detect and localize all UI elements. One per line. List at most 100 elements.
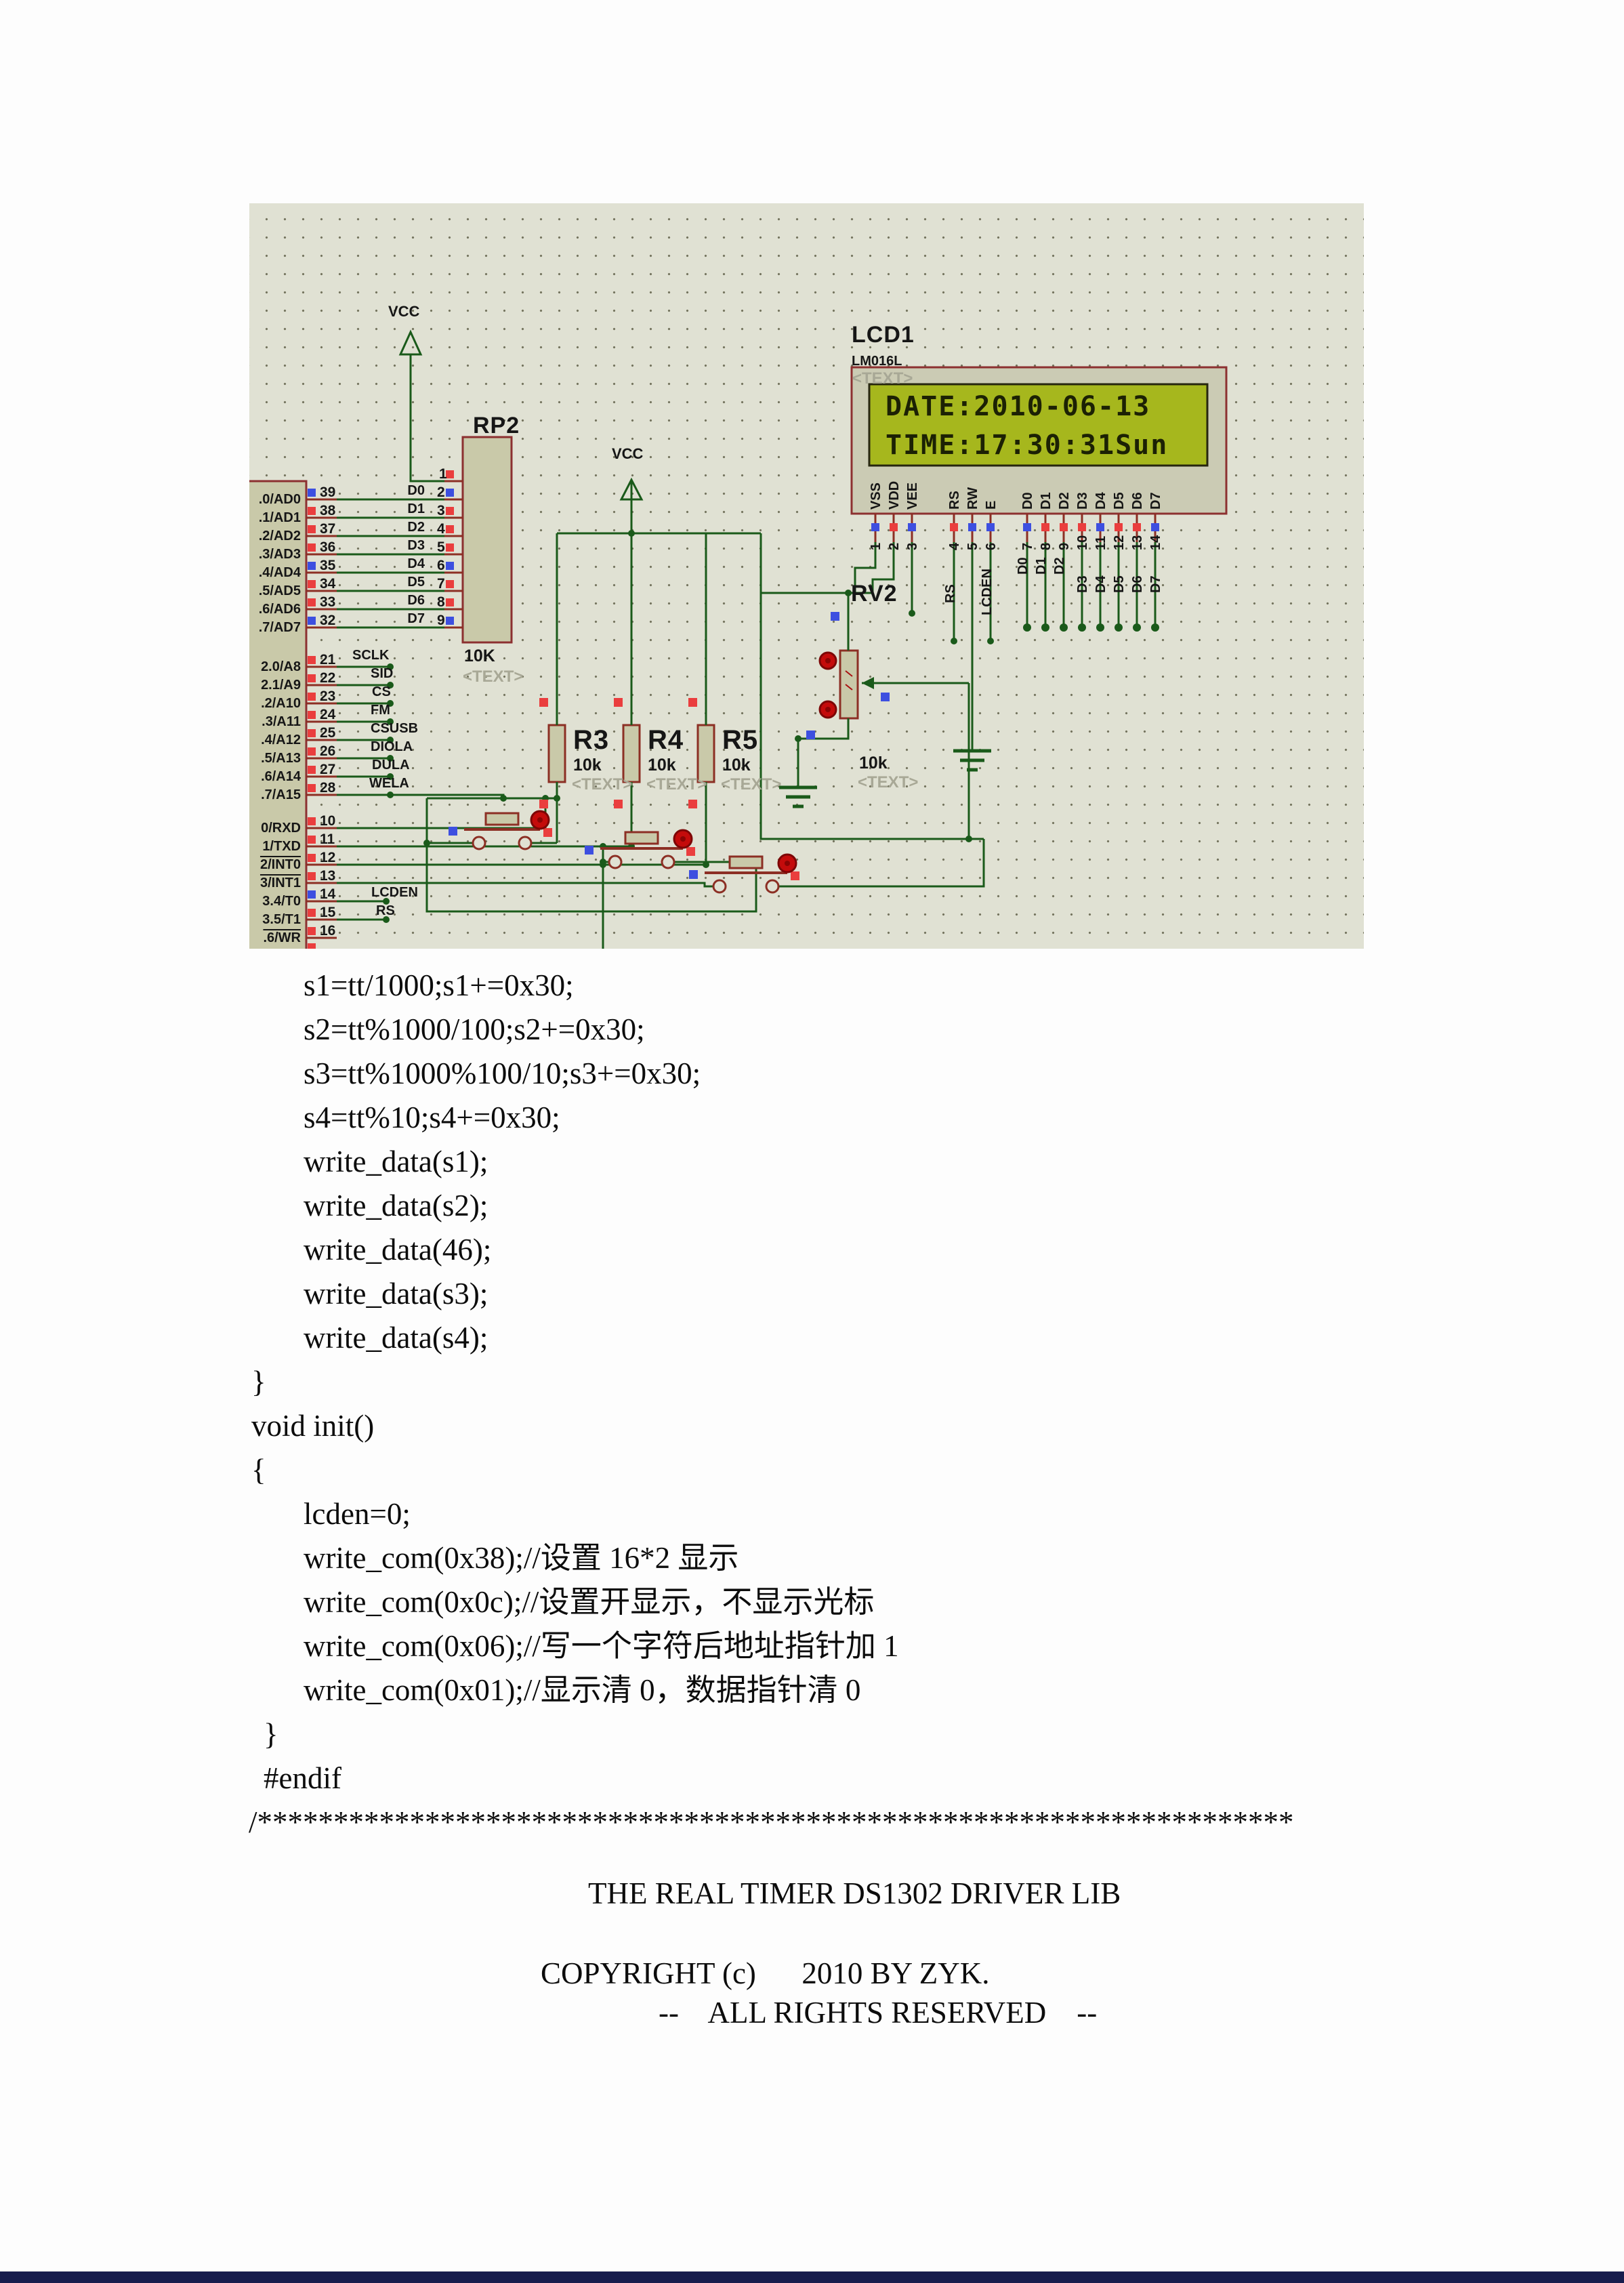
lcd-net-d7: D7 <box>1148 575 1163 593</box>
lcd-model: LM016L <box>852 354 902 369</box>
mcu-pin-number: 27 <box>320 762 336 777</box>
rp2-pin-number: 9 <box>437 613 445 628</box>
lcd-net-d3: D3 <box>1075 575 1090 593</box>
net-label-csusb: CSUSB <box>371 721 419 736</box>
mcu-pin-name: 3.4/T0 <box>262 894 301 909</box>
mcu-pin-number: 15 <box>320 905 336 920</box>
mcu-pin-name: .6/WR <box>263 930 301 945</box>
code-line: write_com(0x0c);//设置开显示，不显示光标 <box>304 1585 875 1619</box>
rp2-pin-number: 8 <box>437 594 445 610</box>
lcd-pin-name-d2: D2 <box>1057 492 1072 510</box>
mcu-pin-name: .3/A11 <box>262 714 301 729</box>
vcc-symbol-left <box>398 329 423 356</box>
lcd-screen <box>868 383 1209 467</box>
lcd-net-d1: D1 <box>1034 557 1049 575</box>
lcd-pin-name-vdd: VDD <box>887 480 902 510</box>
net-label-sclk: SCLK <box>352 648 390 663</box>
lcd-ref: LCD1 <box>852 322 915 348</box>
mcu-pin-name: .3/AD3 <box>258 547 301 562</box>
mcu-pin-name: .2/A10 <box>261 696 301 711</box>
vcc-label-left: VCC <box>388 303 420 320</box>
lcd-pin-number: 3 <box>905 542 920 550</box>
lcd-pin-name-rs: RS <box>947 491 962 510</box>
lcd-pin-number: 7 <box>1020 542 1035 550</box>
net-label-wela: WELA <box>369 776 409 791</box>
mcu-pin-name: 1/TXD <box>262 839 301 854</box>
net-label-d4: D4 <box>407 556 425 571</box>
r3-ref: R3 <box>573 725 610 755</box>
lcd-net-d0: D0 <box>1016 557 1030 575</box>
mcu-pin-number: 26 <box>320 743 336 759</box>
lcd-pin-name-d0: D0 <box>1020 492 1035 510</box>
net-label-dula: DULA <box>372 758 410 773</box>
mcu-pin-number: 11 <box>320 831 335 847</box>
mcu-pin-name: 0/RXD <box>261 821 301 836</box>
ground-symbol-rv2 <box>779 785 817 808</box>
rp2-pin-number: 6 <box>437 558 445 573</box>
lcd-pin-number: 14 <box>1148 535 1163 550</box>
net-label-diola: DIOLA <box>371 739 413 754</box>
lcd-pin-number: 12 <box>1112 535 1127 550</box>
code-line: s3=tt%1000%100/10;s3+=0x30; <box>304 1056 701 1090</box>
net-label-lcden: LCDEN <box>371 885 418 900</box>
mcu-pin-name: .4/A12 <box>261 733 301 747</box>
code-line: s2=tt%1000/100;s2+=0x30; <box>304 1012 645 1046</box>
code-line: write_data(s3); <box>304 1277 488 1311</box>
code-line: write_data(46); <box>304 1233 492 1267</box>
code-line: void init() <box>251 1409 375 1443</box>
vcc-label-middle: VCC <box>612 445 644 462</box>
mcu-pin-name: 3.5/T1 <box>262 912 301 927</box>
r5-ref: R5 <box>722 725 759 755</box>
net-label-rs: RS <box>376 903 395 918</box>
vcc-symbol-middle <box>619 477 644 501</box>
lcd-net-rs: RS <box>943 584 958 603</box>
code-line: write_com(0x01);//显示清 0，数据指针清 0 <box>304 1673 861 1707</box>
net-label-d1: D1 <box>407 501 425 516</box>
rp2-resistor-pack-body <box>461 436 513 644</box>
rp2-ref: RP2 <box>473 413 520 438</box>
lcd-net-lcden: LCDEN <box>980 569 995 615</box>
mcu-pin-name: .2/AD2 <box>258 529 301 543</box>
code-line: s1=tt/1000;s1+=0x30; <box>304 968 574 1002</box>
mcu-pin-number: 36 <box>320 539 336 555</box>
mcu-pin-number: 35 <box>320 558 336 573</box>
code-line: write_com(0x06);//写一个字符后地址指针加 1 <box>304 1629 899 1663</box>
mcu-pin-name: .5/AD5 <box>258 583 301 598</box>
code-line: } <box>251 1365 266 1399</box>
mcu-pin-name: .6/A14 <box>261 769 301 784</box>
ground-symbol-lcd-rw <box>953 749 991 772</box>
net-label-fm: FM <box>371 703 390 718</box>
net-label-d0: D0 <box>407 483 425 498</box>
push-button-2[interactable] <box>600 829 693 869</box>
mcu-pin-number: 21 <box>320 652 336 667</box>
mcu-pin-name: .6/AD6 <box>258 602 301 617</box>
lcd-pin-name-d3: D3 <box>1075 492 1090 510</box>
push-button-1[interactable] <box>464 810 550 850</box>
rp2-pin-number: 3 <box>437 503 445 518</box>
net-label-d6: D6 <box>407 593 425 608</box>
mcu-chip-body <box>249 480 308 949</box>
r3-value: 10k <box>573 756 602 775</box>
mcu-pin-number: 39 <box>320 485 336 500</box>
rights-line: -- ALL RIGHTS RESERVED -- <box>659 1996 1098 2030</box>
proteus-schematic: VCC VCC .0/AD0 .1/AD1 .2/AD2 .3/AD3 .4/A… <box>249 203 1364 949</box>
push-button-3[interactable] <box>705 853 797 894</box>
mcu-pin-number: 23 <box>320 688 336 704</box>
lcd-pin-name-rw: RW <box>965 487 980 510</box>
r5-text-placeholder: <TEXT> <box>721 775 782 794</box>
lcd-pin-name-vee: VEE <box>905 482 920 510</box>
mcu-pin-number: 10 <box>320 813 336 829</box>
copyright-line: COPYRIGHT (c) 2010 BY ZYK. <box>541 1956 990 1990</box>
mcu-pin-name: 2/INT0 <box>259 857 301 872</box>
rp2-text-placeholder: <TEXT> <box>463 667 524 686</box>
mcu-pin-name: 2.0/A8 <box>261 659 301 674</box>
rv2-wiper-arrow <box>862 677 874 689</box>
rp2-value: 10K <box>464 646 495 665</box>
mcu-pin-number: 12 <box>320 850 336 865</box>
mcu-pin-number: 25 <box>320 725 336 741</box>
terminal-squares <box>308 470 1159 949</box>
rv2-text-placeholder: <TEXT> <box>858 773 919 791</box>
mcu-pin-number: 16 <box>320 923 336 939</box>
mcu-pin-number: 24 <box>320 707 336 722</box>
